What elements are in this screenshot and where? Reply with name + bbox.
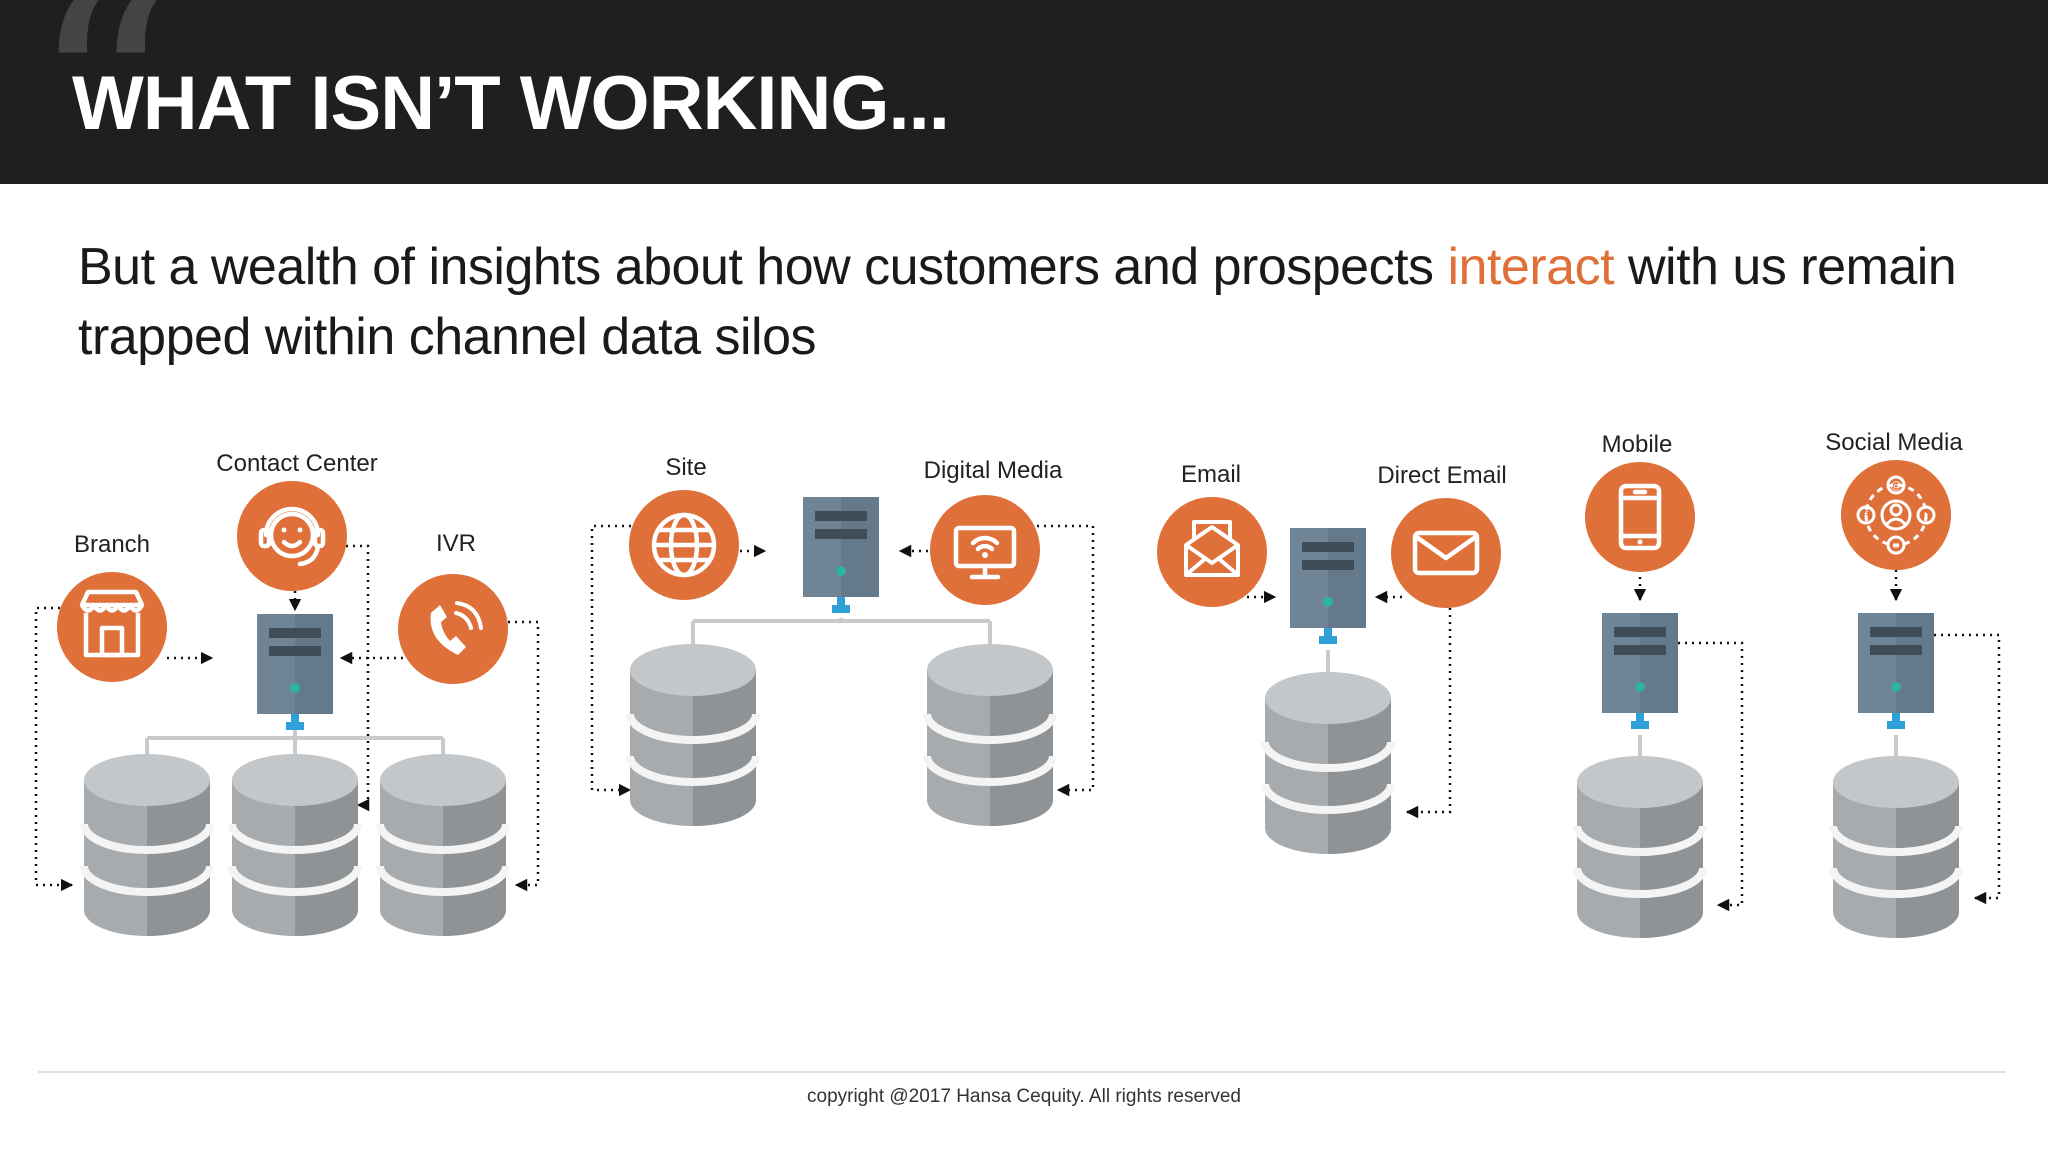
copyright-footer: copyright @2017 Hansa Cequity. All right…	[807, 1086, 1241, 1107]
direct-email-label: Direct Email	[1377, 462, 1506, 489]
site-database-icon	[630, 644, 756, 826]
monitor-wifi-icon	[930, 495, 1040, 605]
branch-node: Branch	[57, 531, 167, 682]
subtitle-highlight: interact	[1447, 238, 1615, 296]
group-mobile: Mobile	[1577, 431, 1744, 938]
direct-email-node: Direct Email	[1377, 462, 1507, 608]
email-node: Email	[1157, 461, 1267, 607]
slide-subtitle: But a wealth of insights about how custo…	[78, 232, 1978, 372]
group2-connector-icon	[832, 597, 850, 613]
svg-text:=: =	[1892, 541, 1900, 552]
svg-text:t: t	[1924, 511, 1928, 522]
group2-server-icon	[803, 497, 879, 597]
mobile-server-icon	[1602, 613, 1678, 713]
email-database-icon	[1265, 672, 1391, 854]
social-media-server-icon	[1858, 613, 1934, 713]
subtitle-text-end: with us remain trapped within channel da…	[78, 238, 1957, 366]
phone-icon	[398, 574, 508, 684]
group-site-digital-media: Site Digital Media	[590, 454, 1095, 826]
branch-database-icon	[84, 754, 210, 936]
smartphone-icon	[1585, 462, 1695, 572]
digital-media-database-icon	[927, 644, 1053, 826]
mobile-connector-icon	[1631, 713, 1649, 729]
mobile-node: Mobile	[1585, 431, 1695, 572]
group1-connector-icon	[286, 714, 304, 730]
contact-center-label: Contact Center	[216, 450, 377, 477]
ivr-node: IVR	[398, 530, 508, 684]
ivr-label: IVR	[436, 530, 476, 557]
contact-center-database-icon	[232, 754, 358, 936]
branch-label: Branch	[74, 531, 150, 558]
social-media-database-icon	[1833, 756, 1959, 938]
open-envelope-icon	[1157, 497, 1267, 607]
group3-connector-icon	[1319, 628, 1337, 644]
group1-server-icon	[257, 614, 333, 714]
email-label: Email	[1181, 461, 1241, 488]
ivr-database-icon	[380, 754, 506, 936]
social-media-node: @ f t = Social Media	[1825, 429, 1963, 570]
group-social-media: @ f t = Social Media	[1825, 429, 2001, 938]
social-media-label: Social Media	[1825, 429, 1963, 456]
svg-text:f: f	[1864, 509, 1869, 522]
digital-media-label: Digital Media	[924, 457, 1063, 484]
mobile-database-icon	[1577, 756, 1703, 938]
quote-mark-icon: “	[28, 0, 182, 184]
digital-media-node: Digital Media	[924, 457, 1063, 605]
contact-center-node: Contact Center	[216, 450, 378, 591]
mobile-label: Mobile	[1602, 431, 1673, 458]
group3-server-icon	[1290, 528, 1366, 628]
social-media-connector-icon	[1887, 713, 1905, 729]
site-label: Site	[665, 454, 706, 481]
subtitle-text-start: But a wealth of insights about how custo…	[78, 238, 1448, 296]
headset-agent-icon	[237, 481, 347, 591]
group-branch-contact-ivr: Branch Contact Center IVR	[34, 450, 540, 936]
footer-divider	[38, 1071, 2006, 1073]
svg-text:@: @	[1891, 479, 1902, 492]
site-node: Site	[629, 454, 739, 600]
group-email-direct-email: Email Direct Email	[1157, 461, 1507, 854]
slide-title: WHAT ISN’T WORKING...	[72, 61, 950, 146]
envelope-icon	[1391, 498, 1501, 608]
title-bar: “ WHAT ISN’T WORKING...	[0, 0, 2048, 184]
